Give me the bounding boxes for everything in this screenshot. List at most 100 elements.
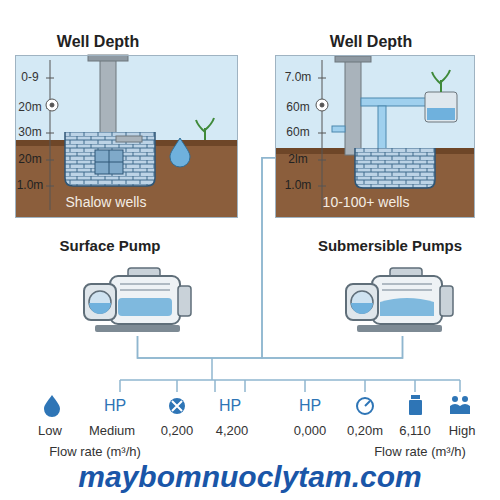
people-icon [450,404,470,414]
depth-value: 60m [228,100,368,114]
depth-scale [318,133,326,134]
pump-base [95,325,180,332]
brick-well [65,132,155,186]
depth-scale [316,99,328,111]
depth-value: 60m [228,125,368,139]
leader-lines [211,358,213,380]
depth-scale [46,186,54,187]
depth-scale [46,60,58,210]
power-unit: HP [240,396,380,415]
leader-lines [176,380,178,392]
pump-base [357,325,442,332]
pump-box: Surface Pump [80,262,195,336]
pump-inlet [346,284,378,320]
pump-inlet-water [89,303,111,314]
pump-inlet-water [351,303,373,314]
node-heading: Well Depth [281,32,461,51]
leader-lines [364,380,366,392]
depth-scale [322,60,323,210]
pump-cap [178,286,191,316]
node-heading: Surface Pump [20,237,200,255]
well-panel: Well DepthShalow wells [15,55,238,218]
sky [15,55,238,145]
depth-scale [50,103,54,107]
leader-lines [119,380,121,392]
connector-line [138,158,276,358]
flow-level: High [392,423,500,439]
axis-caption: Flow rate (m³/h) [25,444,165,460]
depth-scale [46,160,54,161]
depth-value: 30m [0,125,100,139]
depth-value: 1.0m [0,178,100,192]
pipe [332,126,345,132]
icons [44,395,470,417]
pump-inlet-port [89,291,111,313]
gauge-icon [357,398,373,414]
node-caption: 10-100+ wells [281,194,451,211]
depth-scale [46,133,54,134]
depth-scale [318,186,326,187]
pump-body [110,276,180,324]
pipe [378,106,386,150]
depth-scale [46,78,54,79]
pipe [361,98,427,106]
pump-inlet [84,284,116,320]
depth-scale [320,103,324,107]
valve-icon [169,398,185,414]
pump-unit [95,150,123,174]
shallow-well-illustration [15,55,238,218]
pump-water [380,298,434,316]
pump-fins [120,284,170,290]
pump-grid [95,150,123,174]
tank-water [427,108,455,120]
gauge-needle [365,401,370,406]
leader-lines [120,379,460,381]
power-unit: HP [45,396,185,415]
pump-water [118,298,172,316]
valve-cross [172,401,182,411]
pump-inlet-port [351,291,373,313]
watermark: maybomnuoclytam.com [10,459,490,495]
pump-box: Submersible Pumps [340,262,465,336]
depth-scale [318,160,326,161]
node-caption: Shalow wells [21,194,191,211]
depth-value: 7.0m [228,70,368,84]
axis-caption: Flow rate (m³/h) [350,444,490,460]
tank-icon-cap [411,395,420,399]
surface-pump-illustration [84,268,191,332]
depth-value: 0-9 [0,70,100,84]
depth-scale [46,99,58,111]
water-drop [170,138,190,167]
water-drop-icon [44,395,60,417]
brick-well [355,148,435,188]
pump-cap [440,286,453,316]
leader-lines [414,380,416,392]
plant [196,118,214,140]
leader-lines [244,380,246,392]
pump-body [372,276,442,324]
depth-value: 20m [0,100,100,114]
pipe-cap [335,56,371,62]
connector-line [262,158,403,358]
depth-value: 20m [0,152,100,166]
connector-line [138,336,403,358]
tank-icon [409,400,422,415]
leader-lines [214,380,216,392]
leader-lines [304,380,306,392]
node-heading: Well Depth [8,32,188,51]
depth-scale [318,78,326,79]
depth-value: 2lm [228,152,368,166]
pump-fins [382,284,432,290]
person-icon [452,396,458,402]
depth-scale [316,60,328,210]
pipe [116,136,142,142]
node-heading: Submersible Pumps [290,237,490,255]
leader-lines [120,358,460,392]
person-icon [462,396,468,402]
depth-value: 1.0m [228,178,368,192]
spec-value: 4,200 [162,423,302,439]
pipe [345,60,361,155]
depth-scale [50,60,51,210]
